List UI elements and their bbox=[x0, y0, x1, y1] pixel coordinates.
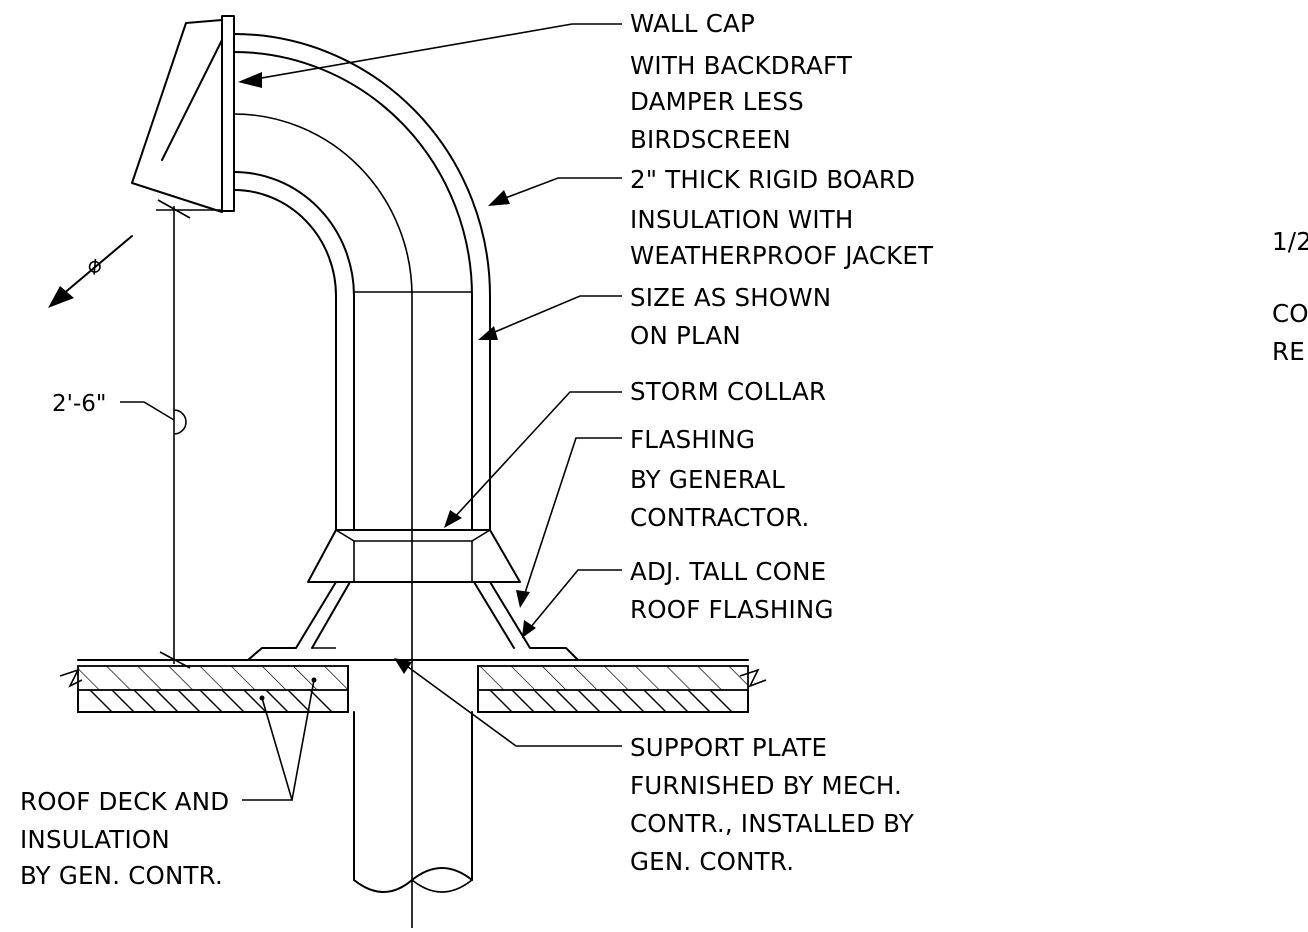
svg-text:DAMPER LESS: DAMPER LESS bbox=[630, 87, 804, 116]
svg-text:ADJ. TALL CONE: ADJ. TALL CONE bbox=[630, 557, 826, 586]
note-wall-cap: WALL CAP WITH BACKDRAFT DAMPER LESS BIRD… bbox=[630, 9, 853, 154]
svg-text:WITH BACKDRAFT: WITH BACKDRAFT bbox=[630, 51, 853, 80]
duct-outer-wall bbox=[233, 51, 473, 531]
duct-below-roof bbox=[353, 711, 473, 893]
roof-deck bbox=[59, 659, 767, 713]
svg-text:WEATHERPROOF JACKET: WEATHERPROOF JACKET bbox=[630, 241, 934, 270]
note-roof-deck: ROOF DECK AND INSULATION BY GEN. CONTR. bbox=[20, 787, 229, 890]
svg-text:2" THICK RIGID BOARD: 2" THICK RIGID BOARD bbox=[630, 165, 915, 194]
svg-text:INSULATION: INSULATION bbox=[20, 825, 170, 854]
svg-text:FURNISHED BY MECH.: FURNISHED BY MECH. bbox=[630, 771, 902, 800]
svg-text:BIRDSCREEN: BIRDSCREEN bbox=[630, 125, 791, 154]
height-dimension: 2'-6" bbox=[52, 199, 222, 669]
svg-text:WALL CAP: WALL CAP bbox=[630, 9, 755, 38]
svg-text:SUPPORT PLATE: SUPPORT PLATE bbox=[630, 733, 827, 762]
svg-text:FLASHING: FLASHING bbox=[630, 425, 755, 454]
wall-cap-hood bbox=[131, 19, 223, 213]
svg-text:1/2: 1/2 bbox=[1272, 227, 1308, 256]
storm-collar bbox=[307, 529, 521, 583]
note-support-plate: SUPPORT PLATE FURNISHED BY MECH. CONTR.,… bbox=[630, 733, 915, 876]
svg-text:BY GENERAL: BY GENERAL bbox=[630, 465, 785, 494]
svg-text:STORM COLLAR: STORM COLLAR bbox=[630, 377, 826, 406]
duct-size-symbol: ⌀ bbox=[48, 235, 133, 308]
duct-inner-wall bbox=[233, 171, 355, 531]
svg-text:ROOF DECK AND: ROOF DECK AND bbox=[20, 787, 229, 816]
insulation-jacket-outer bbox=[233, 33, 491, 531]
wall-cap-damper-line bbox=[161, 39, 223, 161]
note-storm-collar: STORM COLLAR bbox=[630, 377, 826, 406]
cone-roof-flashing bbox=[247, 581, 579, 661]
svg-text:ROOF FLASHING: ROOF FLASHING bbox=[630, 595, 834, 624]
wall-cap-flange bbox=[221, 15, 235, 212]
dimension-text: 2'-6" bbox=[52, 391, 106, 417]
svg-text:CONTRACTOR.: CONTRACTOR. bbox=[630, 503, 810, 532]
svg-text:ON PLAN: ON PLAN bbox=[630, 321, 741, 350]
svg-text:RE: RE bbox=[1272, 337, 1305, 366]
svg-text:CO: CO bbox=[1272, 299, 1308, 328]
note-flashing: FLASHING BY GENERAL CONTRACTOR. bbox=[630, 425, 810, 532]
svg-text:GEN. CONTR.: GEN. CONTR. bbox=[630, 847, 794, 876]
duct-elbow bbox=[233, 33, 491, 928]
svg-text:BY GEN. CONTR.: BY GEN. CONTR. bbox=[20, 861, 223, 890]
cropped-notes: 1/2 CO RE bbox=[1272, 227, 1308, 366]
note-insulation: 2" THICK RIGID BOARD INSULATION WITH WEA… bbox=[630, 165, 934, 270]
leader-lines bbox=[238, 23, 622, 801]
duct-centerline bbox=[233, 113, 413, 928]
note-size: SIZE AS SHOWN ON PLAN bbox=[630, 283, 831, 350]
svg-text:SIZE AS SHOWN: SIZE AS SHOWN bbox=[630, 283, 831, 312]
note-cone-flashing: ADJ. TALL CONE ROOF FLASHING bbox=[630, 557, 834, 624]
svg-text:CONTR., INSTALLED BY: CONTR., INSTALLED BY bbox=[630, 809, 915, 838]
svg-text:INSULATION WITH: INSULATION WITH bbox=[630, 205, 854, 234]
wall-cap bbox=[131, 15, 235, 213]
insulation-jacket-inner bbox=[233, 189, 337, 531]
